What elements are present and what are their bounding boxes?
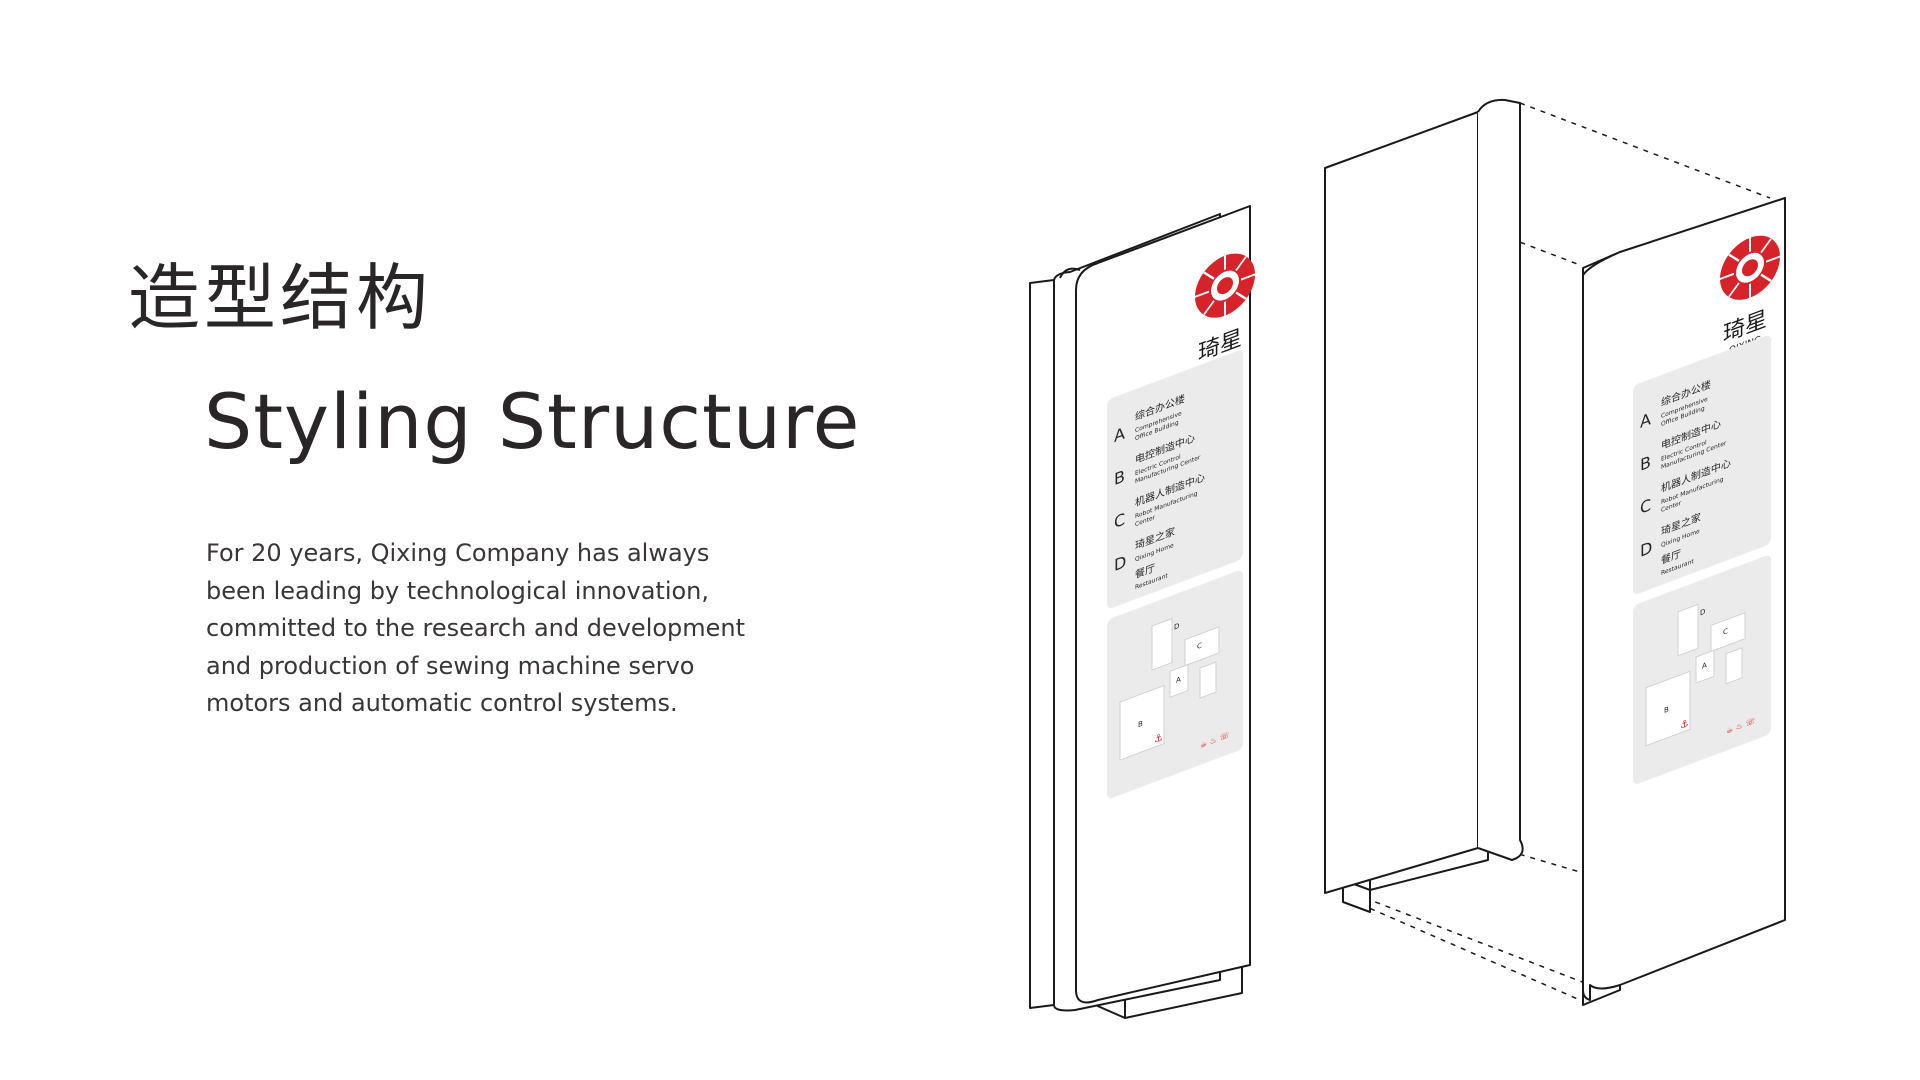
description-line: For 20 years, Qixing Company has always (206, 539, 710, 567)
map-label: D (1700, 607, 1706, 618)
map-label: C (1197, 641, 1202, 652)
directory-letter: A (1114, 423, 1126, 446)
location-icon: ⚓ (1680, 717, 1689, 732)
directory-letter: B (1114, 467, 1125, 489)
directory-letter: D (1640, 538, 1652, 561)
description-paragraph: For 20 years, Qixing Company has always … (206, 535, 806, 723)
map-label: C (1723, 626, 1728, 637)
page-title-chinese: 造型结构 (128, 256, 433, 340)
map-label: B (1664, 704, 1669, 715)
description-line: motors and automatic control systems. (206, 689, 678, 717)
directory-letter: D (1114, 552, 1126, 575)
description-line: and production of sewing machine servo (206, 651, 695, 680)
left-sign-graphics: 琦星 QIXING A 综合办公楼 Comprehensive Office B… (1107, 243, 1257, 799)
page-title-english: Styling Structure (204, 377, 861, 466)
right-sign-graphics: 琦星 QIXING A 综合办公楼 Comprehensive Office B… (1633, 225, 1782, 784)
right-map (1645, 603, 1746, 747)
left-directory-panel (1107, 350, 1243, 609)
description-line: been leading by technological innovation… (206, 576, 710, 605)
left-map (1119, 617, 1220, 761)
map-label: D (1174, 621, 1180, 632)
map-label: A (1702, 660, 1707, 671)
directory-letter: C (1114, 510, 1125, 533)
map-label: A (1176, 674, 1181, 685)
location-icon: ⚓ (1154, 731, 1163, 746)
right-directory-panel (1633, 335, 1771, 594)
description-line: committed to the research and developmen… (206, 614, 746, 642)
directory-letter: C (1640, 495, 1651, 518)
directory-letter: A (1640, 409, 1652, 432)
map-label: B (1138, 719, 1143, 730)
directory-letter: B (1640, 452, 1651, 474)
